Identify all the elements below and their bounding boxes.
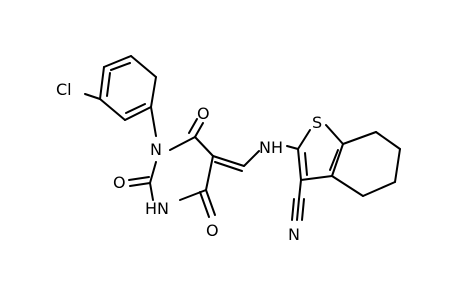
carbonyl-left [129, 182, 151, 187]
c-cl-bond [84, 93, 101, 100]
atom-o-bottom: O [206, 221, 219, 240]
nitrile-triple-2 [291, 198, 295, 221]
nitrile-triple-1 [296, 198, 300, 221]
carbonyl-top [194, 122, 204, 138]
atom-hn: HN [145, 199, 169, 218]
atom-o-left: O [113, 173, 126, 192]
methylidene-bond-2 [214, 161, 243, 172]
carbonyl-bottom-2 [199, 191, 210, 218]
atom-n-nitrile: N [288, 225, 300, 244]
pyrimidinetrione-ring [149, 136, 214, 201]
carbonyl-left-2 [128, 176, 150, 181]
thiophene-ring [297, 124, 344, 181]
atom-n-ring: N [150, 140, 162, 159]
chlorophenyl-ring [99, 55, 157, 121]
atom-cl: Cl [56, 80, 72, 99]
atom-nh: NH [259, 138, 283, 157]
ch-nh-bond [243, 150, 260, 167]
carbonyl-top-2 [188, 118, 198, 134]
carbonyl-bottom [205, 189, 216, 216]
atom-o-top: O [197, 104, 210, 123]
nh-thiophene-bond [286, 145, 299, 150]
aryl-n-bond [150, 106, 157, 137]
nitrile-c-bond [298, 179, 302, 200]
methylidene-bond [212, 155, 245, 167]
cyclohexene-ring [331, 131, 401, 197]
atom-s: S [312, 113, 322, 132]
nitrile-triple-3 [301, 198, 305, 221]
